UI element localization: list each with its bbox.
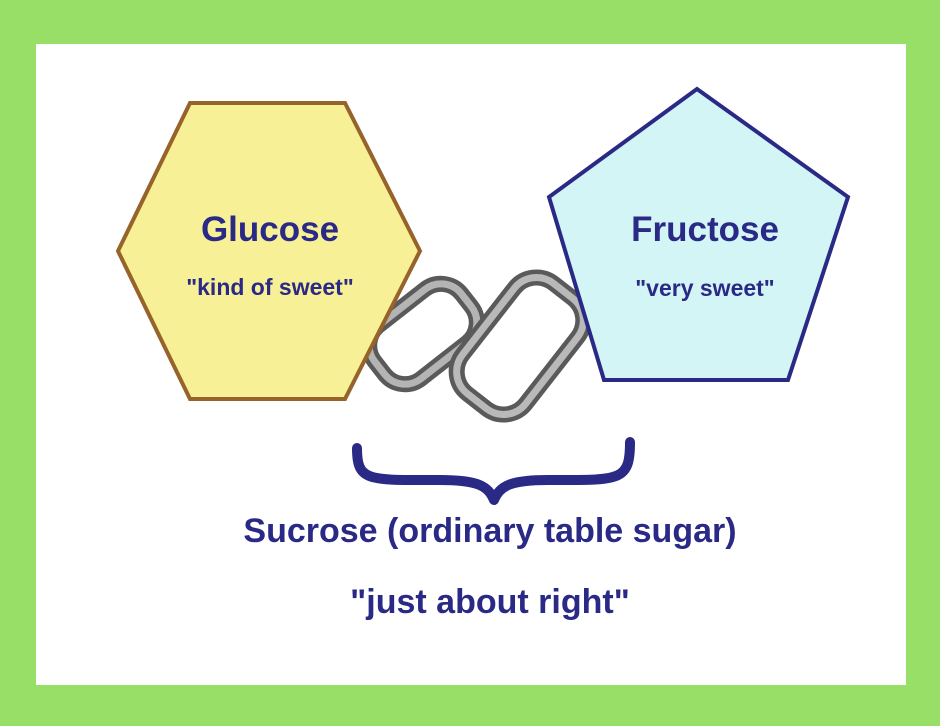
sucrose-description: "just about right" — [350, 583, 630, 621]
glucose-description: "kind of sweet" — [186, 274, 354, 300]
fructose-label: Fructose — [631, 210, 779, 249]
fructose-description: "very sweet" — [635, 275, 775, 301]
glucose-hexagon — [115, 101, 423, 401]
fructose-pentagon — [546, 86, 851, 382]
chain-link-icon — [361, 269, 592, 423]
curly-brace-icon — [352, 437, 635, 505]
glucose-label: Glucose — [200, 210, 340, 249]
sucrose-label: Sucrose (ordinary table sugar) — [243, 512, 737, 550]
